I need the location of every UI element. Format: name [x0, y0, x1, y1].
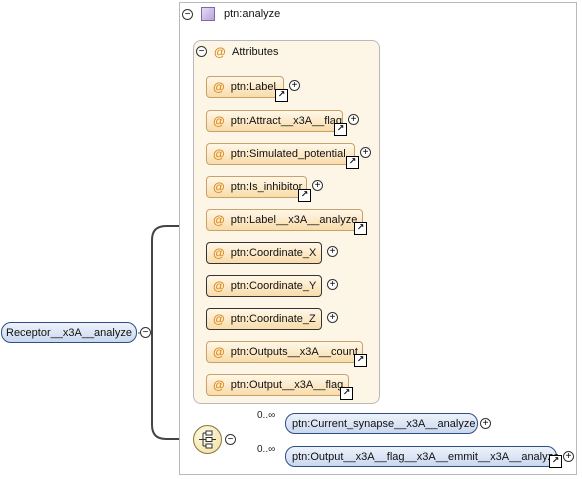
- attribute-label: ptn:Label: [230, 81, 276, 93]
- at-icon: @: [213, 147, 225, 161]
- at-icon: @: [214, 45, 226, 59]
- plus-icon: +: [314, 179, 321, 191]
- attribute-item[interactable]: @ ptn:Label__x3A__analyze: [206, 209, 363, 231]
- reference-link-icon[interactable]: ↗: [354, 222, 367, 235]
- attribute-expand-button[interactable]: +: [360, 147, 371, 158]
- minus-icon: −: [198, 45, 205, 57]
- link-arrow-icon: ↗: [348, 156, 357, 166]
- complex-type-collapse-button[interactable]: −: [182, 9, 193, 20]
- at-icon: @: [213, 213, 225, 227]
- at-icon: @: [213, 80, 225, 94]
- at-icon: @: [213, 246, 225, 260]
- plus-icon: +: [329, 278, 336, 290]
- attribute-item[interactable]: @ ptn:Label: [206, 76, 284, 98]
- link-arrow-icon: ↗: [356, 354, 365, 364]
- attribute-expand-button[interactable]: +: [327, 246, 338, 257]
- root-element[interactable]: Receptor__x3A__analyze: [1, 322, 137, 343]
- complex-type-name: ptn:analyze: [224, 8, 281, 20]
- child-2-expand-button[interactable]: +: [563, 451, 574, 462]
- at-icon: @: [213, 114, 225, 128]
- link-arrow-icon: ↗: [300, 189, 309, 199]
- child-element-label: ptn:Output__x3A__flag__x3A__emmit__x3A__…: [292, 450, 560, 463]
- sequence-compositor-icon[interactable]: [193, 425, 222, 454]
- minus-icon: −: [142, 326, 149, 338]
- attribute-label: ptn:Coordinate_X: [230, 247, 317, 259]
- child-1-expand-button[interactable]: +: [480, 418, 491, 429]
- plus-icon: +: [350, 113, 357, 125]
- sequence-collapse-button[interactable]: −: [225, 434, 236, 445]
- attribute-label: ptn:Is_inhibitor: [230, 181, 303, 193]
- at-icon: @: [213, 180, 225, 194]
- attribute-label: ptn:Coordinate_Y: [230, 280, 317, 292]
- cardinality-label: 0..∞: [257, 444, 276, 455]
- link-arrow-icon: ↗: [356, 222, 365, 232]
- plus-icon: +: [329, 311, 336, 323]
- attribute-expand-button[interactable]: +: [312, 180, 323, 191]
- complex-type-icon: [201, 7, 215, 21]
- link-arrow-icon: ↗: [277, 89, 286, 99]
- reference-link-icon[interactable]: ↗: [334, 123, 347, 136]
- at-icon: @: [213, 312, 225, 326]
- attribute-item[interactable]: @ ptn:Attract__x3A__flag: [206, 110, 343, 132]
- reference-link-icon[interactable]: ↗: [354, 354, 367, 367]
- at-icon: @: [213, 279, 225, 293]
- attribute-label: ptn:Outputs__x3A__count: [230, 346, 358, 358]
- reference-link-icon[interactable]: ↗: [340, 387, 353, 400]
- link-arrow-icon: ↗: [342, 387, 351, 397]
- attribute-expand-button[interactable]: +: [327, 279, 338, 290]
- root-to-type-line: [151, 225, 207, 333]
- reference-link-icon[interactable]: ↗: [346, 156, 359, 169]
- attribute-expand-button[interactable]: +: [327, 312, 338, 323]
- attribute-item[interactable]: @ ptn:Is_inhibitor: [206, 176, 307, 198]
- plus-icon: +: [329, 245, 336, 257]
- plus-icon: +: [291, 79, 298, 91]
- minus-icon: −: [184, 8, 191, 20]
- cardinality-label: 0..∞: [257, 410, 276, 421]
- attributes-label: Attributes: [232, 46, 279, 58]
- attribute-item[interactable]: @ ptn:Outputs__x3A__count: [206, 341, 363, 363]
- attribute-item[interactable]: @ ptn:Simulated_potential: [206, 143, 355, 165]
- attribute-label: ptn:Output__x3A__flag: [230, 379, 344, 391]
- attribute-label: ptn:Label__x3A__analyze: [230, 214, 358, 226]
- sequence-glyph-icon: [199, 430, 216, 449]
- plus-icon: +: [482, 417, 489, 429]
- reference-link-icon[interactable]: ↗: [275, 89, 288, 102]
- link-arrow-icon: ↗: [336, 123, 345, 133]
- plus-icon: +: [362, 146, 369, 158]
- attribute-item[interactable]: @ ptn:Coordinate_Y: [206, 275, 322, 297]
- attribute-expand-button[interactable]: +: [289, 80, 300, 91]
- link-arrow-icon: ↗: [551, 455, 560, 465]
- root-to-sequence-line: [151, 333, 194, 440]
- root-element-collapse-button[interactable]: −: [140, 327, 151, 338]
- attribute-label: ptn:Coordinate_Z: [230, 313, 316, 325]
- attributes-collapse-button[interactable]: −: [196, 46, 207, 57]
- reference-link-icon[interactable]: ↗: [298, 189, 311, 202]
- attribute-label: ptn:Simulated_potential: [230, 148, 346, 160]
- child-element-current-synapse[interactable]: ptn:Current_synapse__x3A__analyze: [285, 413, 478, 434]
- root-element-label: Receptor__x3A__analyze: [6, 326, 132, 339]
- plus-icon: +: [565, 450, 572, 462]
- child-element-label: ptn:Current_synapse__x3A__analyze: [292, 417, 476, 430]
- attribute-item[interactable]: @ ptn:Coordinate_Z: [206, 308, 322, 330]
- attribute-expand-button[interactable]: +: [348, 114, 359, 125]
- child-element-output-flag-emmit[interactable]: ptn:Output__x3A__flag__x3A__emmit__x3A__…: [285, 446, 560, 467]
- reference-link-icon[interactable]: ↗: [549, 455, 562, 468]
- attribute-label: ptn:Attract__x3A__flag: [230, 115, 342, 127]
- attribute-item[interactable]: @ ptn:Output__x3A__flag: [206, 374, 349, 396]
- minus-icon: −: [227, 433, 234, 445]
- at-icon: @: [213, 378, 225, 392]
- attribute-item[interactable]: @ ptn:Coordinate_X: [206, 242, 322, 264]
- at-icon: @: [213, 345, 225, 359]
